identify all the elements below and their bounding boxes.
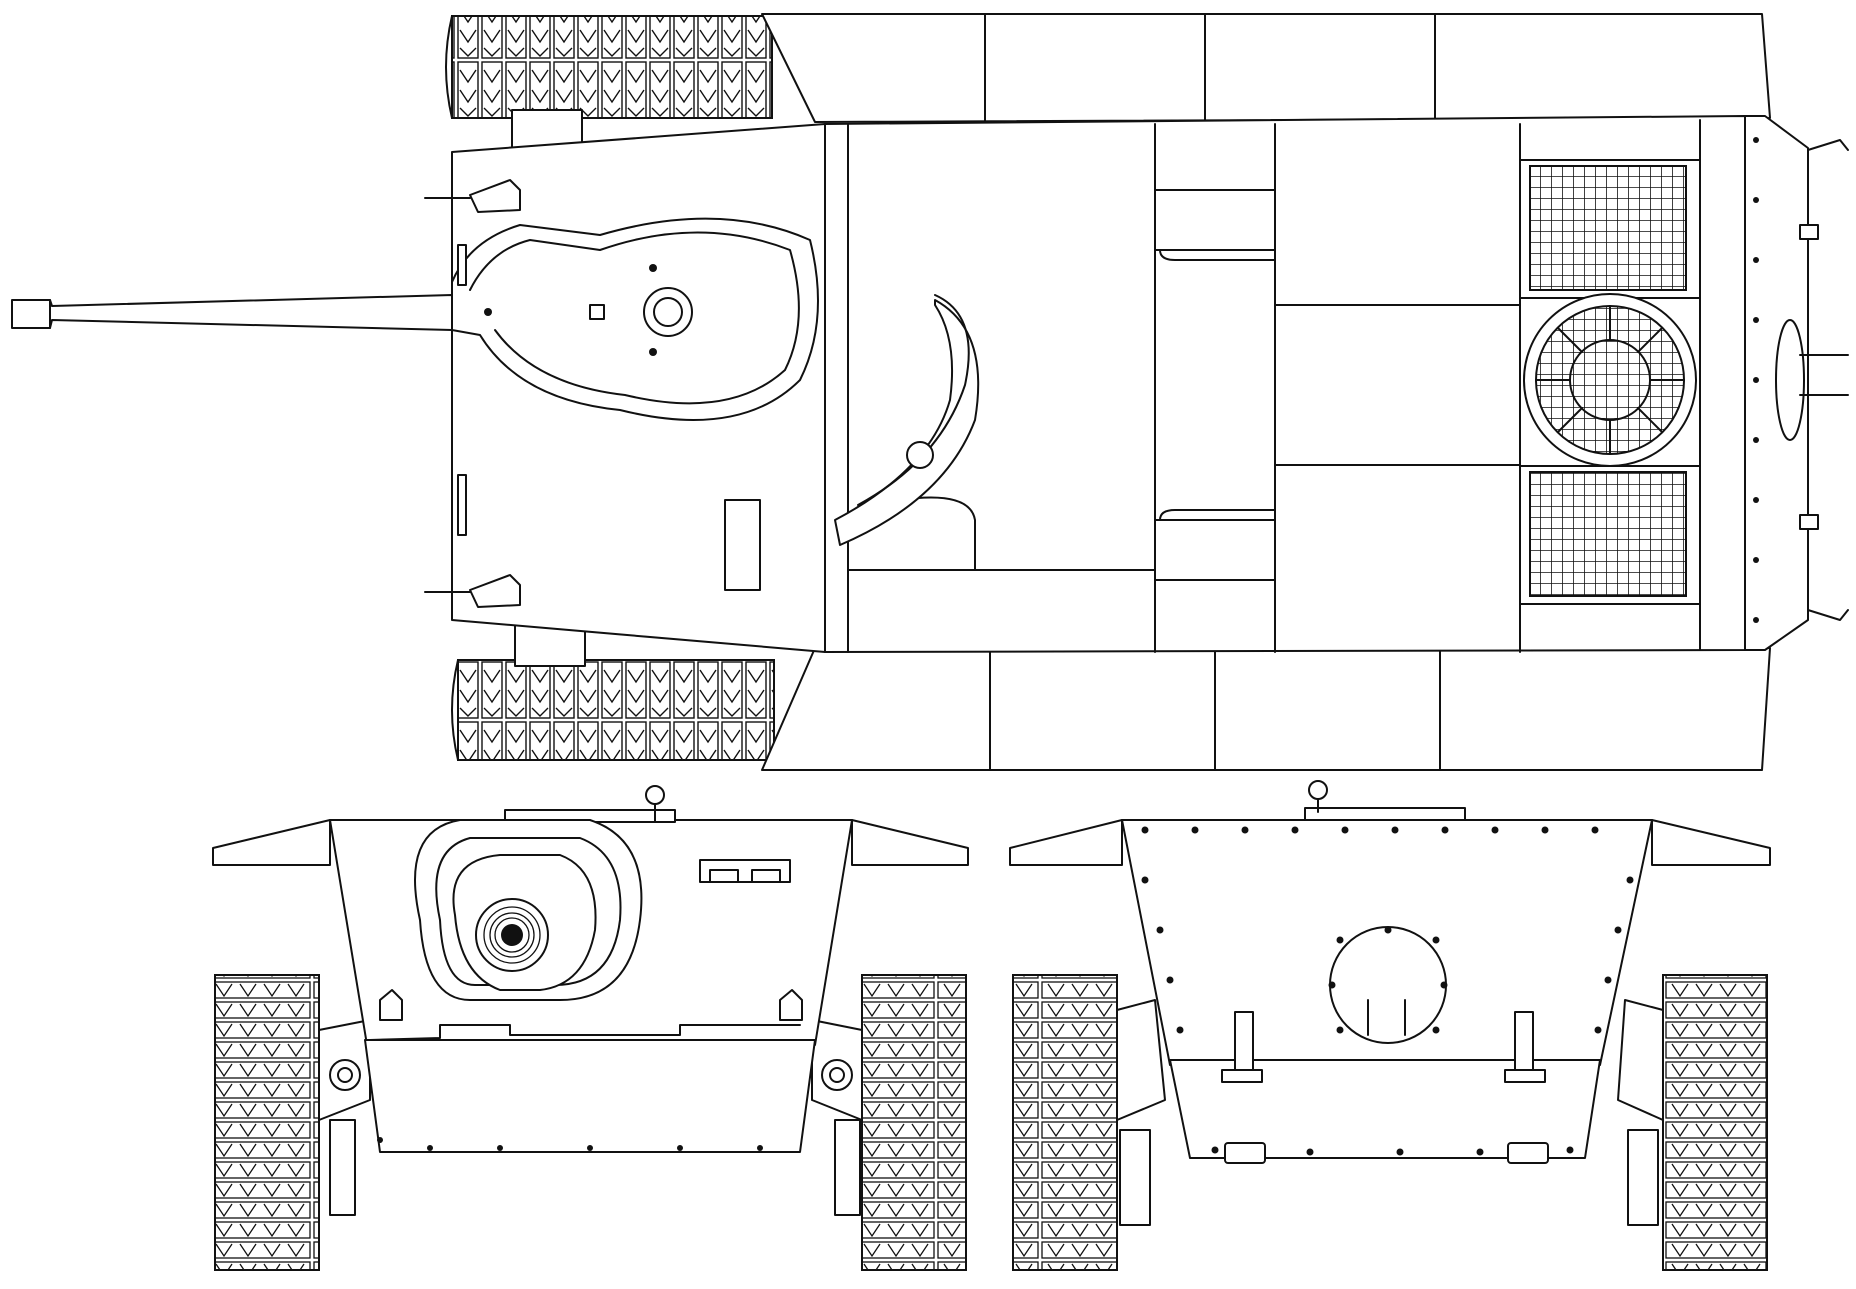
rear-bolts — [1753, 137, 1759, 623]
deck-hatch — [834, 299, 980, 546]
rear-bolts-plate — [1141, 826, 1634, 1156]
gun-barrel — [11, 294, 453, 331]
sponson-upper — [761, 13, 1771, 123]
gun-muzzle — [475, 898, 549, 972]
tow-hook-rear-right — [1514, 1011, 1534, 1071]
rear-hatch-top — [1775, 319, 1805, 441]
track-lower — [451, 659, 775, 761]
front-track-left — [214, 974, 320, 1271]
rear-lower-plate — [1169, 1059, 1601, 1159]
rear-bracket-lower — [1799, 514, 1819, 530]
front-fender-left — [212, 819, 331, 866]
exhaust-left — [1119, 1129, 1151, 1226]
tow-hook-front-upper — [469, 179, 521, 213]
rear-track-right — [1662, 974, 1768, 1271]
inspection-hatch — [1329, 926, 1447, 1044]
front-fender-right — [851, 819, 969, 866]
engine-grille-upper — [1529, 165, 1687, 291]
tow-hook-front-lower — [469, 574, 521, 608]
rear-fender-left — [1009, 819, 1123, 866]
track-upper — [445, 15, 773, 119]
front-view — [212, 785, 969, 1271]
sponson-lower — [761, 647, 1771, 771]
rear-track-left — [1012, 974, 1118, 1271]
top-view — [11, 13, 1849, 771]
gun-mantlet — [451, 217, 819, 421]
headlight-left — [379, 989, 403, 1021]
tow-hook-rear-left — [1234, 1011, 1254, 1071]
periscope-knob — [645, 785, 665, 805]
rear-bracket-upper — [1799, 224, 1819, 240]
front-track-right — [861, 974, 967, 1271]
front-bolts — [377, 1137, 763, 1151]
exhaust-right — [1627, 1129, 1659, 1226]
rear-fender-right — [1651, 819, 1771, 866]
rear-view — [1009, 780, 1771, 1271]
engine-grille-lower — [1529, 471, 1687, 597]
gun-mount-ring — [643, 287, 693, 337]
headlight-right — [779, 989, 803, 1021]
front-lower-plate — [364, 1039, 816, 1153]
vision-port — [724, 499, 761, 591]
